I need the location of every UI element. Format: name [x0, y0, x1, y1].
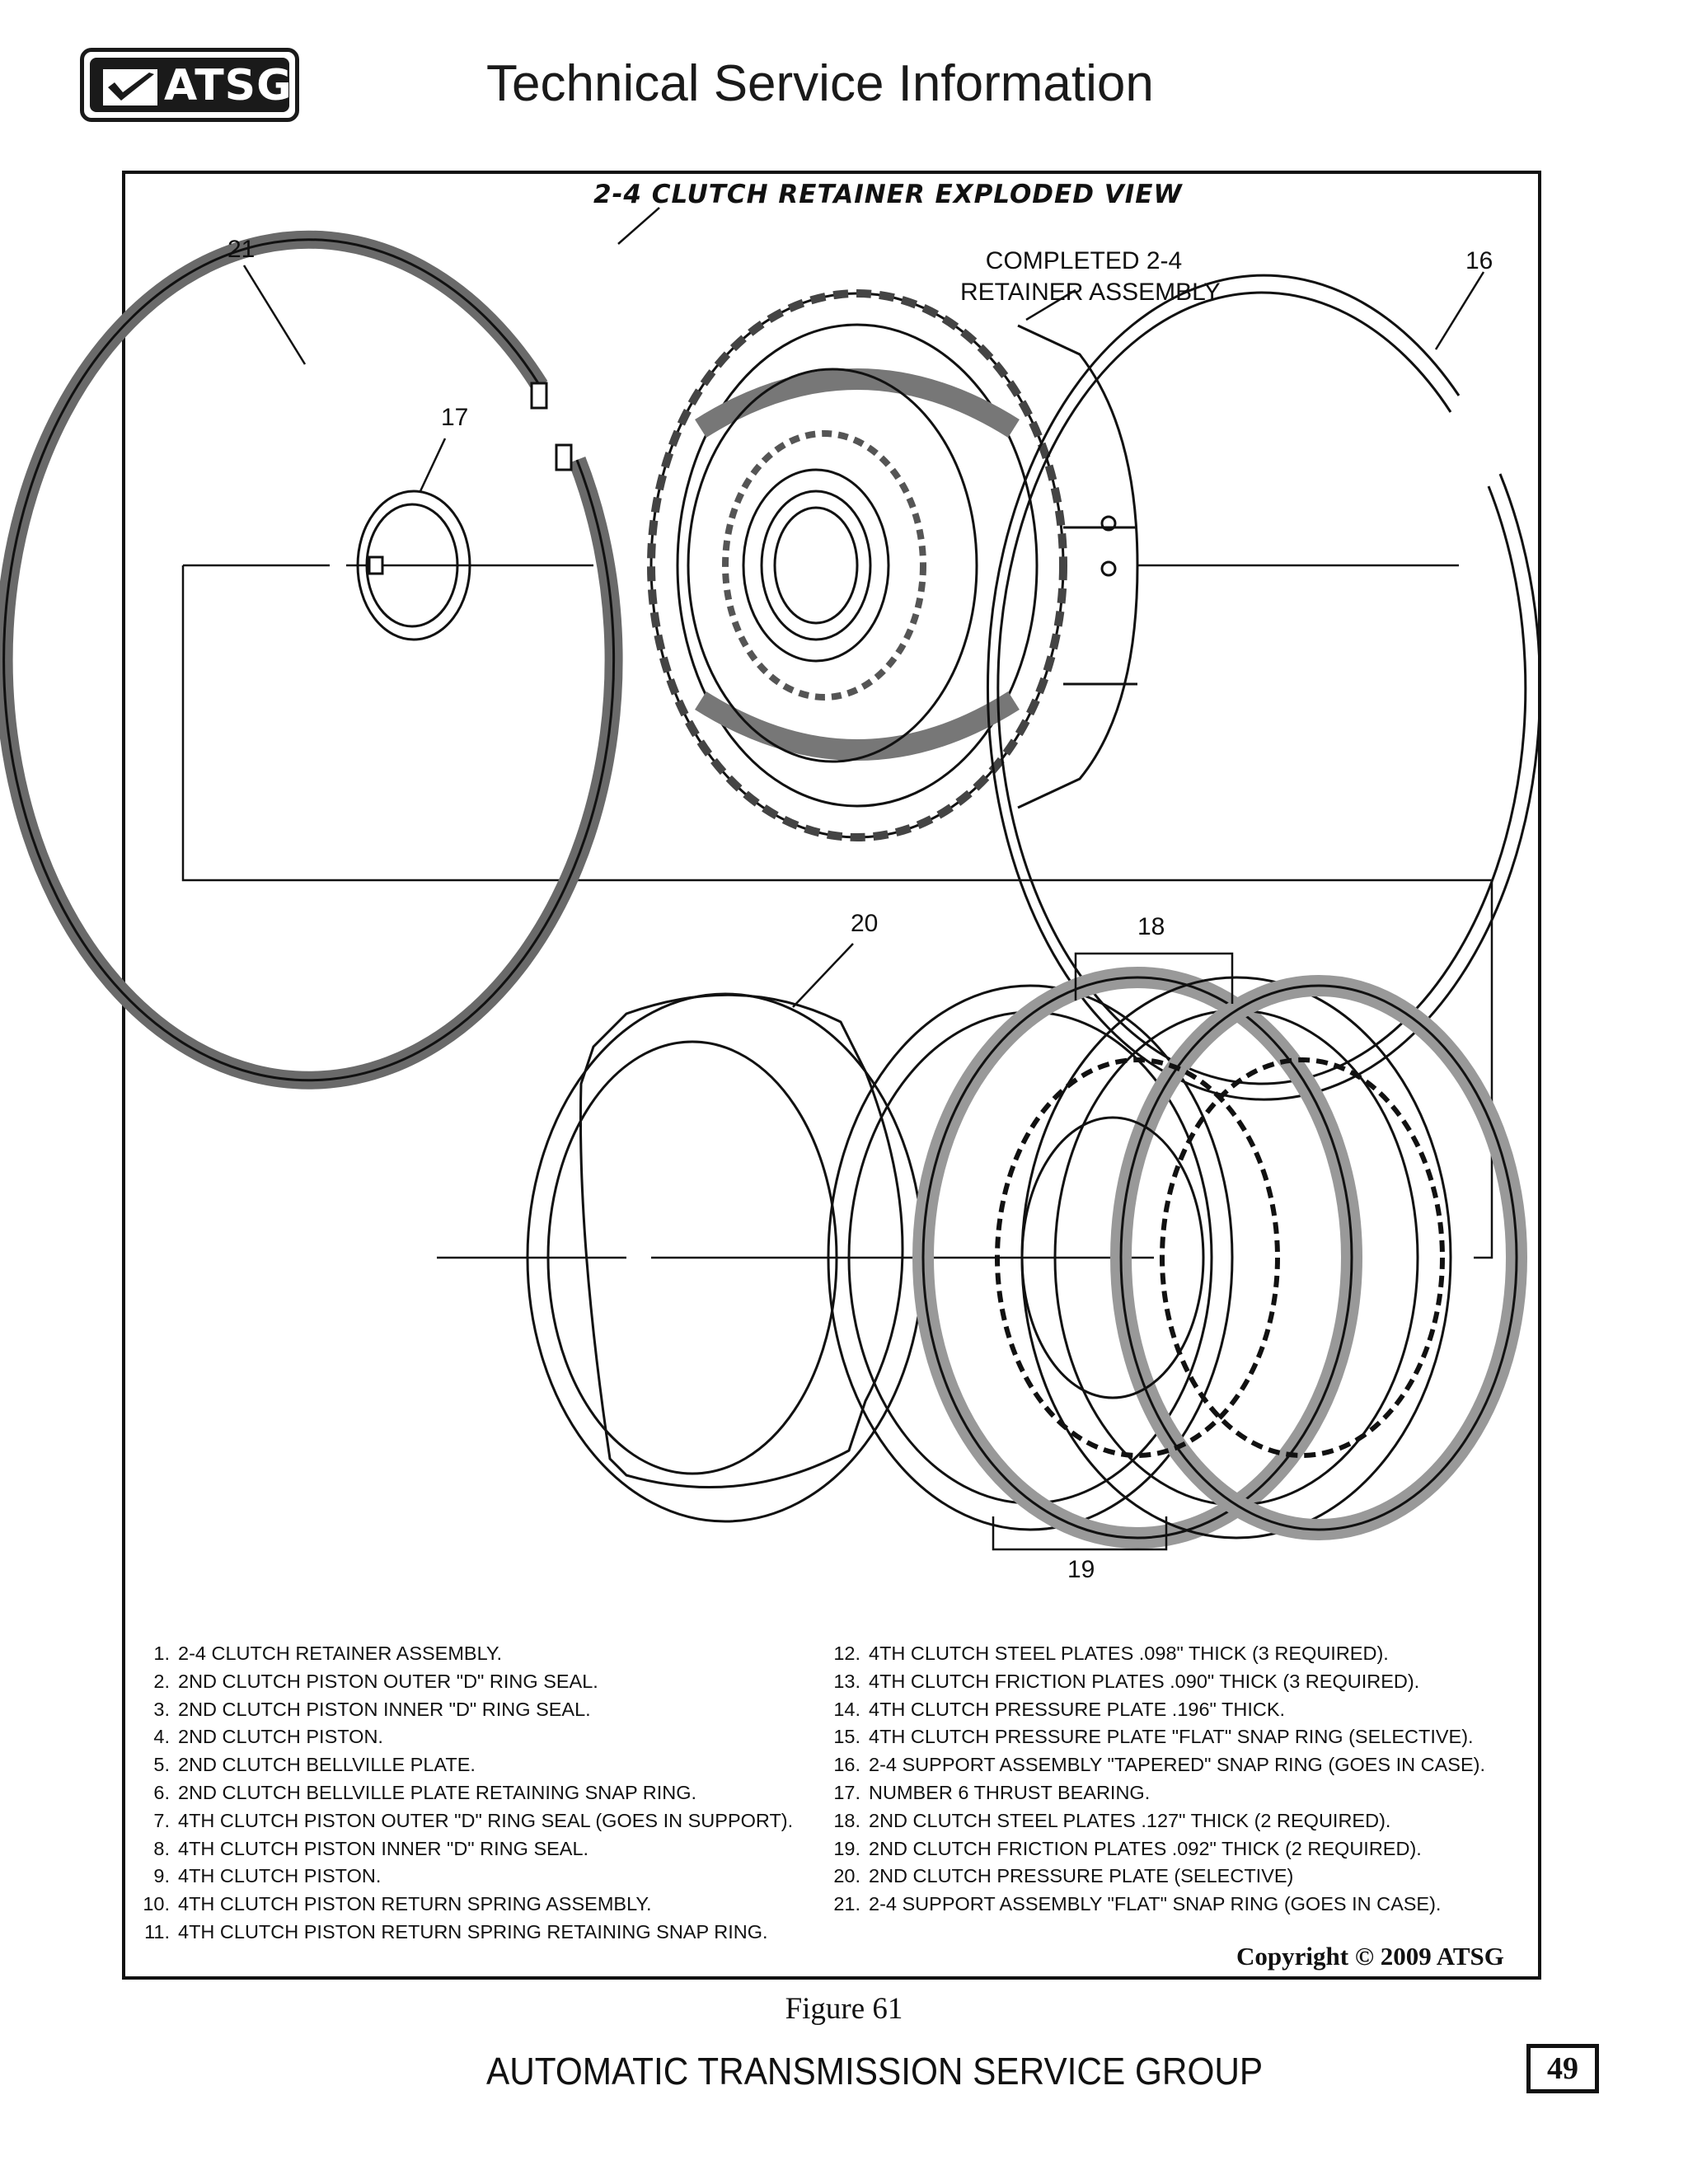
legend-item: 14. 4TH CLUTCH PRESSURE PLATE .196" THICK…	[821, 1696, 1485, 1724]
legend-item-number: 9.	[153, 1865, 170, 1887]
atsg-logo: ATSG	[80, 48, 299, 122]
legend-item: 6. 2ND CLUTCH BELLVILLE PLATE RETAINING S…	[130, 1779, 793, 1807]
logo-text: ATSG	[164, 61, 293, 110]
legend-item-number: 21.	[833, 1893, 860, 1915]
legend-item-number: 11.	[144, 1920, 170, 1943]
legend-item: 16. 2-4 SUPPORT ASSEMBLY "TAPERED" SNAP R…	[821, 1751, 1485, 1779]
callout-20: 20	[851, 910, 879, 937]
legend-item-text: 2ND CLUTCH BELLVILLE PLATE RETAINING SNA…	[178, 1781, 697, 1803]
legend-item-text: NUMBER 6 THRUST BEARING.	[869, 1781, 1151, 1803]
legend-item-number: 5.	[153, 1754, 170, 1776]
legend-item-text: 4TH CLUTCH PISTON RETURN SPRING ASSEMBLY…	[178, 1893, 652, 1915]
legend-item-number: 13.	[833, 1670, 860, 1692]
legend-item-number: 17.	[833, 1781, 860, 1803]
legend-item-text: 4TH CLUTCH FRICTION PLATES .090" THICK (…	[869, 1670, 1420, 1692]
legend-item: 7. 4TH CLUTCH PISTON OUTER "D" RING SEAL …	[130, 1807, 793, 1835]
legend-item-text: 2-4 SUPPORT ASSEMBLY "TAPERED" SNAP RING…	[869, 1754, 1486, 1776]
legend-item-text: 4TH CLUTCH STEEL PLATES .098" THICK (3 R…	[869, 1643, 1389, 1664]
legend-item: 18. 2ND CLUTCH STEEL PLATES .127" THICK (…	[821, 1807, 1485, 1835]
legend-item-number: 14.	[833, 1698, 860, 1720]
legend-item: 11. 4TH CLUTCH PISTON RETURN SPRING RETAI…	[130, 1919, 793, 1947]
legend-item-text: 2-4 CLUTCH RETAINER ASSEMBLY.	[178, 1643, 503, 1664]
legend-item-number: 1.	[153, 1643, 170, 1664]
legend-item-text: 2ND CLUTCH BELLVILLE PLATE.	[178, 1754, 476, 1776]
figure-title: 2-4 CLUTCH RETAINER EXPLODED VIEW	[593, 180, 1183, 209]
legend-item-number: 3.	[153, 1698, 170, 1720]
check-mark-icon	[103, 69, 157, 105]
page-title: Technical Service Information	[486, 55, 1154, 112]
legend-item: 10. 4TH CLUTCH PISTON RETURN SPRING ASSEM…	[130, 1891, 793, 1919]
legend-item-number: 6.	[153, 1781, 170, 1803]
legend-item: 12. 4TH CLUTCH STEEL PLATES .098" THICK (…	[821, 1640, 1485, 1668]
copyright: Copyright © 2009 ATSG	[1236, 1942, 1504, 1971]
callout-16: 16	[1465, 247, 1493, 274]
footer-organization: AUTOMATIC TRANSMISSION SERVICE GROUP	[486, 2050, 1264, 2093]
legend-item-number: 18.	[833, 1809, 860, 1831]
callout-19: 19	[1067, 1556, 1095, 1583]
legend-item-text: 4TH CLUTCH PRESSURE PLATE .196" THICK.	[869, 1698, 1286, 1720]
legend-item-text: 2ND CLUTCH PRESSURE PLATE (SELECTIVE)	[869, 1865, 1294, 1887]
part-16-tapered-snap-ring	[987, 274, 1541, 1101]
legend-item: 5. 2ND CLUTCH BELLVILLE PLATE.	[130, 1751, 793, 1779]
legend-item-number: 15.	[833, 1726, 860, 1748]
callout-completed-retainer: COMPLETED 2-4 RETAINER ASSEMBLY	[960, 246, 1221, 308]
legend-item: 20. 2ND CLUTCH PRESSURE PLATE (SELECTIVE)	[821, 1863, 1485, 1891]
legend-item-number: 8.	[153, 1837, 170, 1859]
legend-item-number: 10.	[143, 1893, 170, 1915]
legend-item: 21. 2-4 SUPPORT ASSEMBLY "FLAT" SNAP RING…	[821, 1891, 1485, 1919]
legend-item-text: 2-4 SUPPORT ASSEMBLY "FLAT" SNAP RING (G…	[869, 1893, 1442, 1915]
bracket-lines	[992, 952, 1234, 1551]
legend-item-text: 2ND CLUTCH PISTON.	[178, 1726, 383, 1748]
legend-item-number: 4.	[153, 1726, 170, 1748]
legend-item-text: 4TH CLUTCH PISTON RETURN SPRING RETAININ…	[178, 1920, 768, 1943]
figure-frame	[122, 171, 1541, 1980]
legend-item-text: 2ND CLUTCH PISTON OUTER "D" RING SEAL.	[178, 1670, 598, 1692]
legend-item: 4. 2ND CLUTCH PISTON.	[130, 1723, 793, 1751]
legend-item: 9. 4TH CLUTCH PISTON.	[130, 1863, 793, 1891]
legend-item-text: 2ND CLUTCH STEEL PLATES .127" THICK (2 R…	[869, 1809, 1391, 1831]
legend-item-number: 7.	[153, 1809, 170, 1831]
legend-item-number: 20.	[833, 1865, 860, 1887]
legend-item-number: 16.	[833, 1754, 860, 1776]
legend-item: 17. NUMBER 6 THRUST BEARING.	[821, 1779, 1485, 1807]
legend-item-text: 4TH CLUTCH PISTON OUTER "D" RING SEAL (G…	[178, 1809, 794, 1831]
callout-18: 18	[1137, 913, 1165, 940]
legend-item: 3. 2ND CLUTCH PISTON INNER "D" RING SEAL.	[130, 1696, 793, 1724]
legend-item: 1. 2-4 CLUTCH RETAINER ASSEMBLY.	[130, 1640, 793, 1668]
legend-item: 8. 4TH CLUTCH PISTON INNER "D" RING SEAL.	[130, 1835, 793, 1863]
callout-completed-line1: COMPLETED 2-4	[985, 247, 1183, 274]
legend-left: 1. 2-4 CLUTCH RETAINER ASSEMBLY. 2. 2ND CLU…	[130, 1640, 793, 1947]
clutch-plate-stack	[827, 967, 1527, 1549]
legend-item: 19. 2ND CLUTCH FRICTION PLATES .092" THIC…	[821, 1835, 1485, 1863]
part-21-flat-snap-ring	[0, 230, 623, 1090]
legend-right: 12. 4TH CLUTCH STEEL PLATES .098" THICK (…	[821, 1640, 1485, 1919]
legend-item-text: 2ND CLUTCH PISTON INNER "D" RING SEAL.	[178, 1698, 591, 1720]
legend-item-number: 19.	[833, 1837, 860, 1859]
part-17-thrust-bearing	[356, 490, 471, 641]
callout-21: 21	[227, 236, 256, 263]
part-20-pressure-plate	[526, 992, 925, 1523]
callout-completed-line2: RETAINER ASSEMBLY	[960, 279, 1221, 306]
legend-item: 13. 4TH CLUTCH FRICTION PLATES .090" THIC…	[821, 1668, 1485, 1696]
legend-item: 2. 2ND CLUTCH PISTON OUTER "D" RING SEAL.	[130, 1668, 793, 1696]
legend-item-number: 2.	[153, 1670, 170, 1692]
page-number: 49	[1526, 2044, 1599, 2093]
figure-caption: Figure 61	[785, 1992, 903, 2026]
callout-17: 17	[441, 404, 469, 431]
legend-item: 15. 4TH CLUTCH PRESSURE PLATE "FLAT" SNAP…	[821, 1723, 1485, 1751]
completed-retainer-assembly	[647, 289, 1139, 841]
legend-item-text: 4TH CLUTCH PRESSURE PLATE "FLAT" SNAP RI…	[869, 1726, 1474, 1748]
legend-item-number: 12.	[833, 1643, 860, 1664]
legend-item-text: 2ND CLUTCH FRICTION PLATES .092" THICK (…	[869, 1837, 1422, 1859]
legend-item-text: 4TH CLUTCH PISTON INNER "D" RING SEAL.	[178, 1837, 589, 1859]
legend-item-text: 4TH CLUTCH PISTON.	[178, 1865, 382, 1887]
